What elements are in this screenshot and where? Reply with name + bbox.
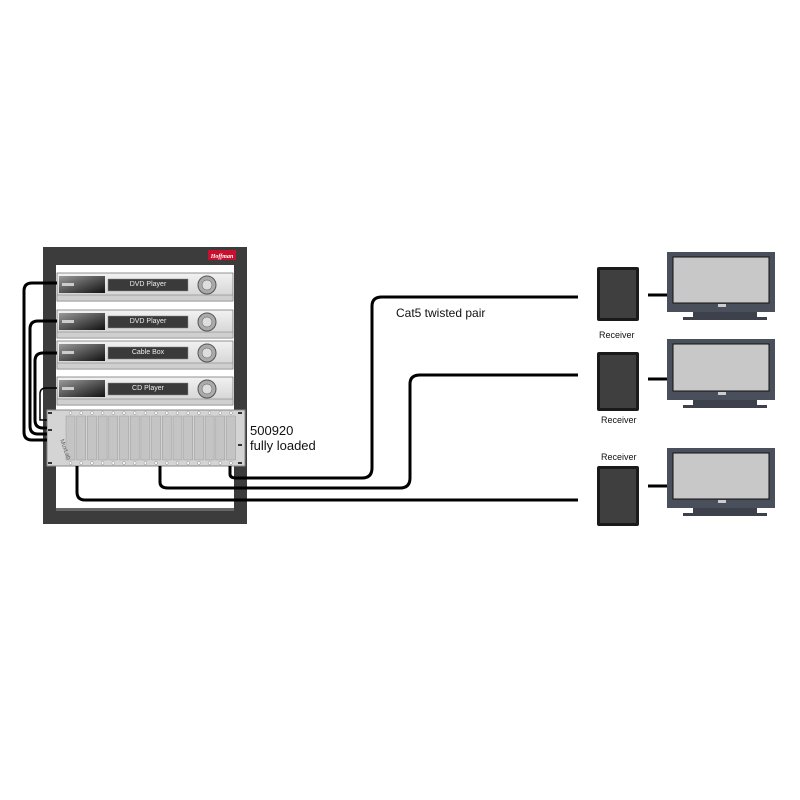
tv-display-1	[667, 252, 775, 320]
cat5-cable-1	[228, 295, 578, 480]
tv-display-2	[667, 339, 775, 408]
panel-card	[204, 415, 215, 461]
cat5-cable-3	[75, 466, 578, 502]
receiver-2	[597, 352, 639, 411]
receiver-label-1: Receiver	[599, 330, 635, 340]
device-label: DVD Player	[129, 318, 167, 325]
receiver-label-2: Receiver	[601, 415, 637, 425]
cables	[22, 281, 667, 502]
model-note-label: fully loaded	[250, 438, 316, 453]
rack-device-1	[56, 272, 234, 302]
cat5-cable-2	[158, 373, 578, 490]
panel-card	[140, 415, 151, 461]
device-label: DVD Player	[129, 281, 167, 288]
receiver-1	[597, 267, 639, 321]
panel-card	[119, 415, 129, 461]
hoffman-logo	[208, 250, 236, 260]
rack-device-3	[56, 340, 234, 370]
panel-card	[65, 415, 76, 461]
panel-card	[87, 415, 97, 461]
panel-card	[97, 415, 108, 461]
panel-card	[151, 415, 161, 461]
tv-display-3	[667, 448, 775, 516]
device-label: Cable Box	[131, 349, 165, 356]
rack-device-4	[56, 376, 234, 406]
muxlab-500920-panel: MuxLab	[46, 409, 246, 467]
panel-card	[226, 415, 236, 461]
device-label: CD Player	[132, 385, 164, 392]
panel-card	[108, 415, 119, 461]
panel-card	[194, 415, 204, 461]
panel-card	[162, 415, 172, 461]
panel-card	[183, 415, 193, 461]
svg-text:Hoffman: Hoffman	[210, 254, 234, 260]
model-number-label: 500920	[250, 423, 294, 438]
panel-card	[129, 415, 140, 461]
panel-card	[172, 415, 183, 461]
panel-card	[76, 415, 86, 461]
rack-device-2	[56, 309, 234, 339]
panel-card	[215, 415, 226, 461]
receiver-3	[597, 466, 639, 526]
receiver-label-3: Receiver	[601, 452, 637, 462]
cable-type-label: Cat5 twisted pair	[396, 306, 486, 320]
